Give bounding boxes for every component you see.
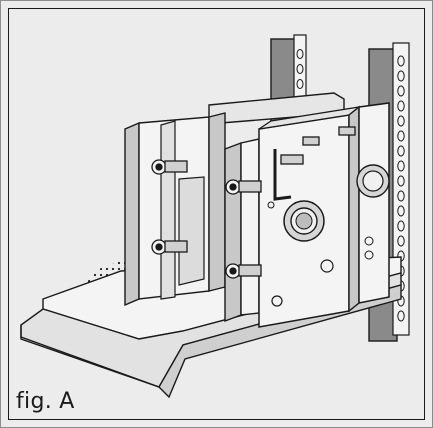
figure-caption: fig. A — [16, 389, 75, 414]
plate-stack-left — [124, 112, 226, 307]
plate-middle — [224, 138, 260, 323]
plate-rear — [356, 102, 390, 304]
plate-front — [258, 105, 362, 328]
figure-panel: fig. A — [8, 8, 425, 420]
hex-key — [273, 149, 292, 201]
mounting-illustration — [20, 34, 410, 399]
clamp-screws — [151, 126, 356, 279]
